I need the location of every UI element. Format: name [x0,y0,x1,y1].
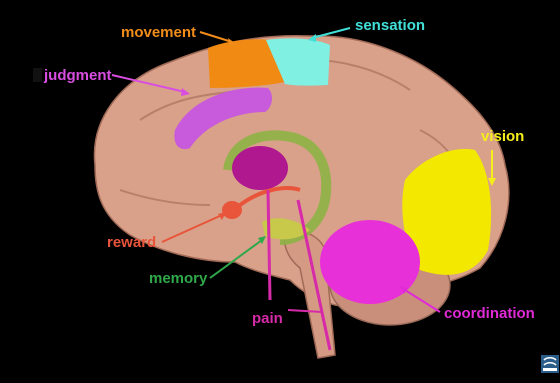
pain-pathway-2 [268,190,270,300]
label-judgment: judgment [44,67,112,84]
thalamus [232,146,288,190]
label-vision: vision [481,128,524,145]
label-coordination: coordination [444,305,535,322]
label-sensation: sensation [355,17,425,34]
label-movement: movement [121,24,196,41]
judgment-marker [33,68,42,82]
corner-logo-icon [541,355,559,373]
reward-region [222,201,242,219]
label-pain: pain [252,310,283,327]
label-memory: memory [149,270,207,287]
label-reward: reward [107,234,156,251]
